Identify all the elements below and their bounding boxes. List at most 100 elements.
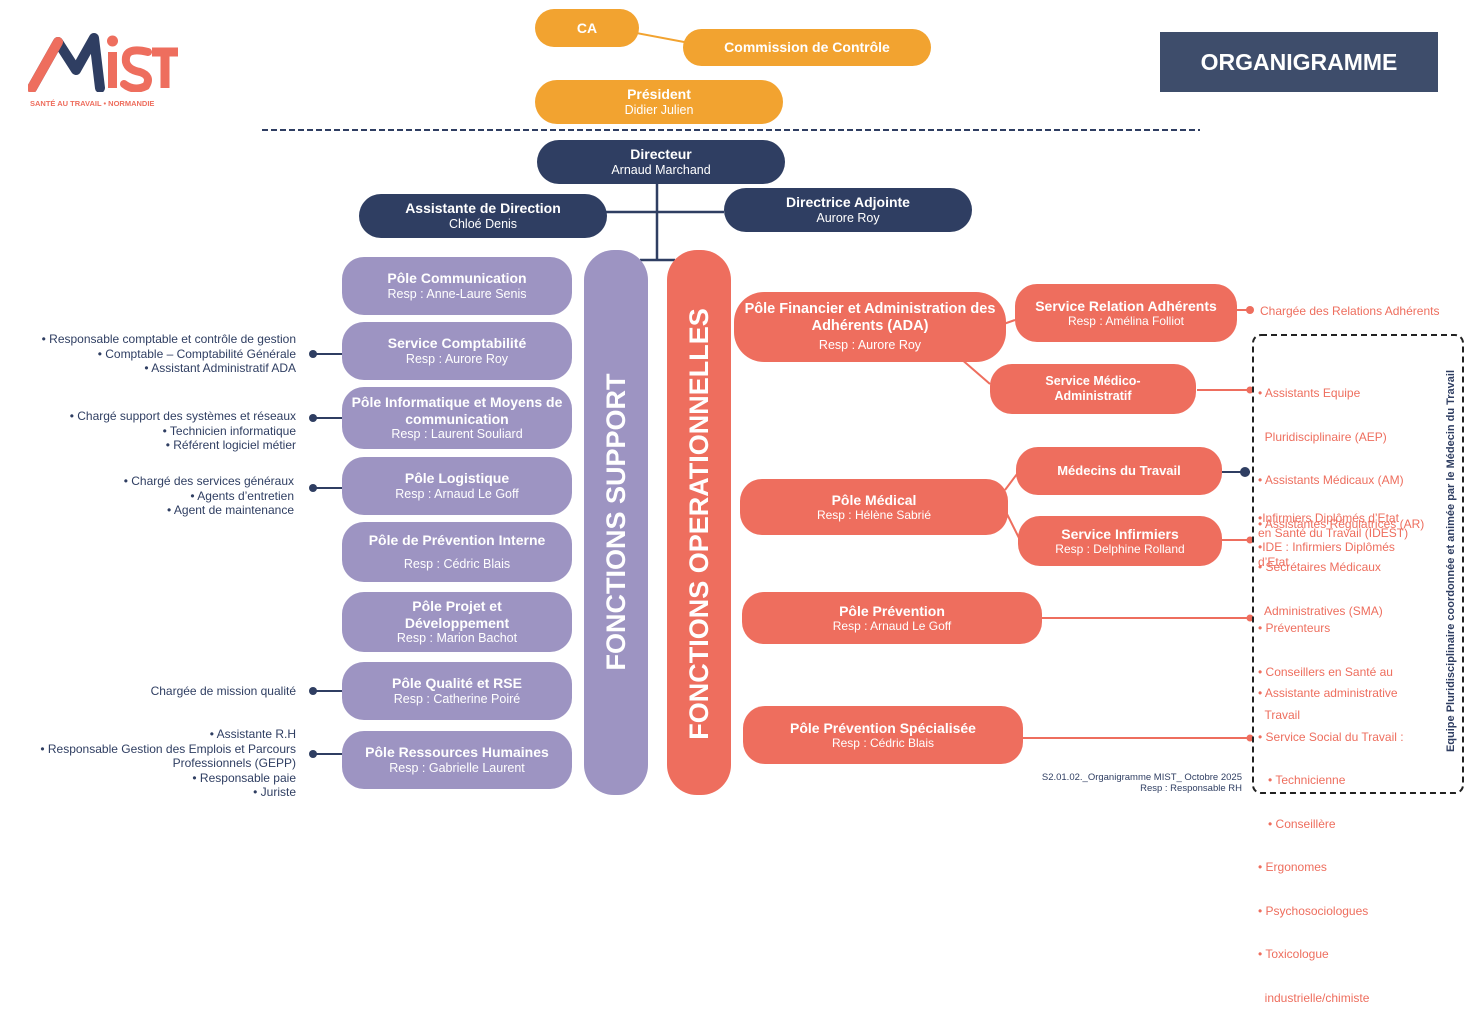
pole-resp: Resp : Aurore Roy — [405, 351, 509, 366]
pole-title: Pôle Communication — [387, 270, 527, 287]
pole-title: Service Comptabilité — [387, 335, 527, 352]
page-title: ORGANIGRAMME — [1160, 32, 1438, 92]
footer: S2.01.02._Organigramme MIST_ Octobre 202… — [960, 772, 1242, 794]
directeur-title: Directeur — [630, 146, 692, 163]
medecins-du-travail[interactable]: Médecins du Travail — [1016, 447, 1222, 495]
fonctions-operationnelles-bar — [667, 250, 731, 795]
prevention-list: • Préventeurs • Conseillers en Santé au … — [1258, 592, 1446, 737]
list-item: • Conseillers en Santé au — [1258, 664, 1393, 679]
pole-prevention[interactable]: Pôle Prévention Resp : Arnaud Le Goff — [742, 592, 1042, 644]
pole-resp: Resp : Cédric Blais — [403, 556, 511, 571]
list-item: • Agent de maintenance — [167, 503, 294, 517]
list-item: Pluridisciplinaire (AEP) — [1258, 429, 1387, 444]
list-item: • Responsable comptable et contrôle de g… — [41, 332, 296, 346]
pole-resp: Resp : Arnaud Le Goff — [832, 619, 952, 634]
assistante-title: Assistante de Direction — [405, 200, 561, 217]
pole-ressources-humaines[interactable]: Pôle Ressources Humaines Resp : Gabriell… — [342, 731, 572, 789]
medico-list: • Assistants Equipe Pluridisciplinaire (… — [1258, 357, 1446, 633]
fonctions-support-label: FONCTIONS SUPPORT — [601, 373, 631, 671]
directeur-name: Arnaud Marchand — [611, 162, 711, 177]
pole-title: Pôle Ressources Humaines — [365, 744, 549, 761]
pole-prevention-specialisee[interactable]: Pôle Prévention Spécialisée Resp : Cédri… — [743, 706, 1023, 764]
equipe-pluridisciplinaire-label: Equipe Pluridisciplinaire coordonnée et … — [1445, 369, 1457, 753]
list-item: • Juriste — [253, 785, 296, 799]
president-title: Président — [627, 86, 691, 103]
list-item: Professionnels (GEPP) — [172, 756, 296, 770]
connector-lines — [262, 27, 1464, 794]
service-resp: Resp : Delphine Rolland — [1055, 542, 1185, 557]
pole-resp: Resp : Hélène Sabrié — [816, 508, 932, 523]
list-item: Administratives (SMA) — [1258, 603, 1383, 618]
prevention-specialisee-list: • Assistante administrative • Service So… — [1258, 657, 1446, 1020]
list-item: industrielle/chimiste — [1258, 990, 1370, 1005]
service-title: Service Médico-Administratif — [1045, 374, 1141, 403]
list-item: • Responsable Gestion des Emplois et Par… — [40, 741, 296, 756]
list-item: • Ergonomes — [1258, 860, 1327, 874]
relation-item: Chargée des Relations Adhérents — [1260, 304, 1440, 318]
logo: SANTÉ AU TRAVAIL • NORMANDIE — [27, 30, 188, 110]
list-item: • Chargé support des systèmes et réseaux — [69, 409, 296, 423]
service-medico-administratif[interactable]: Service Médico-Administratif — [990, 364, 1196, 414]
list-item: • Assistants Equipe — [1258, 386, 1361, 400]
list-item: • Secrétaires Médicaux — [1258, 560, 1381, 574]
ca-box[interactable]: CA — [535, 9, 639, 47]
pole-informatique[interactable]: Pôle Informatique et Moyens de communica… — [342, 387, 572, 449]
comptabilite-list: • Responsable comptable et contrôle de g… — [0, 332, 296, 376]
service-relation-adherents[interactable]: Service Relation Adhérents Resp : Amélin… — [1015, 284, 1237, 342]
list-item: • Assistants Médicaux (AM) — [1258, 473, 1404, 487]
pole-title: Pôle Logistique — [404, 470, 510, 487]
directrice-adjointe-box[interactable]: Directrice Adjointe Aurore Roy — [724, 188, 972, 232]
pole-title: Pôle de Prévention Interne — [368, 532, 546, 549]
list-item: • Comptable – Comptabilité Générale — [97, 346, 296, 361]
pole-resp: Resp : Gabrielle Laurent — [389, 760, 525, 775]
list-item: Chargée de mission qualité — [150, 684, 296, 698]
pole-financier-ada[interactable]: Pôle Financier et Administration des Adh… — [734, 292, 1006, 362]
mist-logo-icon — [27, 33, 178, 93]
list-item: • Référent logiciel métier — [165, 438, 296, 452]
service-title: Service Infirmiers — [1061, 525, 1179, 542]
list-item: • Assistant Administratif ADA — [144, 361, 296, 375]
list-item: • Responsable paie — [192, 770, 296, 785]
pole-communication[interactable]: Pôle Communication Resp : Anne-Laure Sen… — [342, 257, 572, 315]
list-item: •Infirmiers Diplômés d’Etat — [1258, 511, 1399, 525]
list-item: • Agents d’entretien — [190, 488, 294, 503]
rh-list: • Assistante R.H • Responsable Gestion d… — [0, 727, 296, 800]
service-infirmiers[interactable]: Service Infirmiers Resp : Delphine Rolla… — [1018, 516, 1222, 566]
pole-title: Pôle Médical — [831, 491, 917, 508]
directeur-box[interactable]: Directeur Arnaud Marchand — [537, 140, 785, 184]
list-item: • Conseillère — [1258, 816, 1336, 831]
infirmiers-list: •Infirmiers Diplômés d’Etat en Santé du … — [1258, 511, 1446, 569]
assistante-direction-box[interactable]: Assistante de Direction Chloé Denis — [359, 194, 607, 238]
logo-tagline: SANTÉ AU TRAVAIL • NORMANDIE — [30, 99, 155, 108]
pole-title: Pôle Informatique et Moyens de communica… — [351, 394, 563, 427]
pole-title: Pôle Prévention Spécialisée — [790, 719, 976, 736]
president-box[interactable]: Président Didier Julien — [535, 80, 783, 124]
service-comptabilite[interactable]: Service Comptabilité Resp : Aurore Roy — [342, 322, 572, 380]
adjointe-title: Directrice Adjointe — [786, 194, 910, 211]
pole-prevention-interne[interactable]: Pôle de Prévention Interne Resp : Cédric… — [342, 522, 572, 582]
list-item: • Technicienne — [1258, 773, 1346, 787]
president-name: Didier Julien — [624, 102, 694, 117]
commission-label: Commission de Contrôle — [724, 39, 890, 56]
footer-resp: Resp : Responsable RH — [1140, 783, 1242, 794]
adjointe-name: Aurore Roy — [816, 210, 880, 225]
logistique-list: • Chargé des services généraux • Agents … — [0, 474, 294, 518]
pole-logistique[interactable]: Pôle Logistique Resp : Arnaud Le Goff — [342, 457, 572, 515]
assistante-name: Chloé Denis — [448, 216, 518, 231]
list-item: • Assistante R.H — [209, 727, 296, 741]
pole-resp: Resp : Catherine Poiré — [393, 691, 521, 706]
list-item: •IDE : Infirmiers Diplômés — [1258, 540, 1395, 554]
pole-qualite-rse[interactable]: Pôle Qualité et RSE Resp : Catherine Poi… — [342, 662, 572, 720]
service-resp: Resp : Amélina Folliot — [1067, 314, 1185, 329]
pole-projet-developpement[interactable]: Pôle Projet et Développement Resp : Mari… — [342, 592, 572, 652]
list-item: • Chargé des services généraux — [123, 474, 294, 488]
list-item: d’Etat — [1258, 554, 1289, 569]
ca-label: CA — [576, 19, 598, 36]
list-item: • Toxicologue — [1258, 947, 1329, 961]
pole-title: Pôle Projet et Développement — [404, 598, 510, 631]
commission-box[interactable]: Commission de Contrôle — [683, 29, 931, 66]
list-item: • Technicien informatique — [162, 423, 296, 438]
pole-title: Pôle Financier et Administration des Adh… — [744, 301, 996, 335]
pole-title: Pôle Prévention — [839, 602, 945, 619]
pole-medical[interactable]: Pôle Médical Resp : Hélène Sabrié — [740, 479, 1008, 535]
